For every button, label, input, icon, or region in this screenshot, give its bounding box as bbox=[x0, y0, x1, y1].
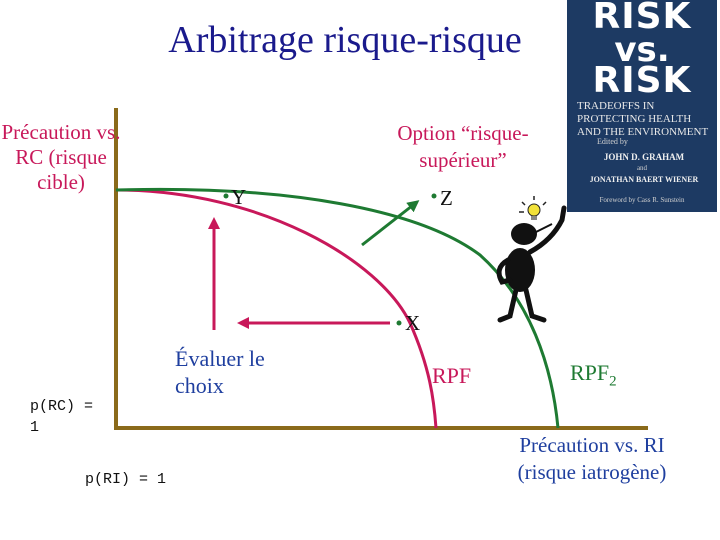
book-cover-image: RISK vs. RISK Tradeoffs in Protecting He… bbox=[567, 0, 717, 212]
point-x-dot bbox=[397, 321, 402, 326]
y-intercept-label: p(RC) = 1 bbox=[30, 396, 110, 438]
book-author-2: Jonathan Baert Wiener bbox=[572, 175, 716, 184]
rpf2-label-subscript: 2 bbox=[609, 373, 617, 389]
page-title: Arbitrage risque-risque bbox=[150, 18, 540, 62]
x-intercept-label: p(RI) = 1 bbox=[85, 471, 166, 488]
point-z-label: Z bbox=[440, 186, 453, 211]
point-x-label: X bbox=[405, 311, 420, 336]
evaluate-label: Évaluer le choix bbox=[175, 345, 295, 399]
rpf2-curve-label: RPF2 bbox=[570, 360, 617, 390]
book-title-line3: RISK bbox=[567, 60, 717, 101]
book-foreword: Foreword by Cass R. Sunstein bbox=[567, 196, 717, 204]
option-label: Option “risque-supérieur” bbox=[388, 120, 538, 174]
point-z-dot bbox=[432, 194, 437, 199]
thinking-figure-illustration bbox=[490, 190, 580, 330]
y-axis-label: Précaution vs. RC (risque cible) bbox=[0, 120, 122, 195]
book-author-1: John D. Graham bbox=[577, 152, 711, 162]
rpf2-label-base: RPF bbox=[570, 360, 609, 385]
book-subtitle: Tradeoffs in Protecting Health and the E… bbox=[577, 100, 711, 139]
point-y-dot bbox=[224, 194, 229, 199]
book-edited-by: Edited by bbox=[597, 137, 628, 146]
point-y-label: Y bbox=[231, 185, 246, 210]
lightbulb-icon bbox=[519, 196, 546, 220]
book-and: and bbox=[567, 164, 717, 172]
rpf-curve-label: RPF bbox=[432, 363, 471, 389]
x-axis-label: Précaution vs. RI (risque iatrogène) bbox=[492, 432, 692, 486]
